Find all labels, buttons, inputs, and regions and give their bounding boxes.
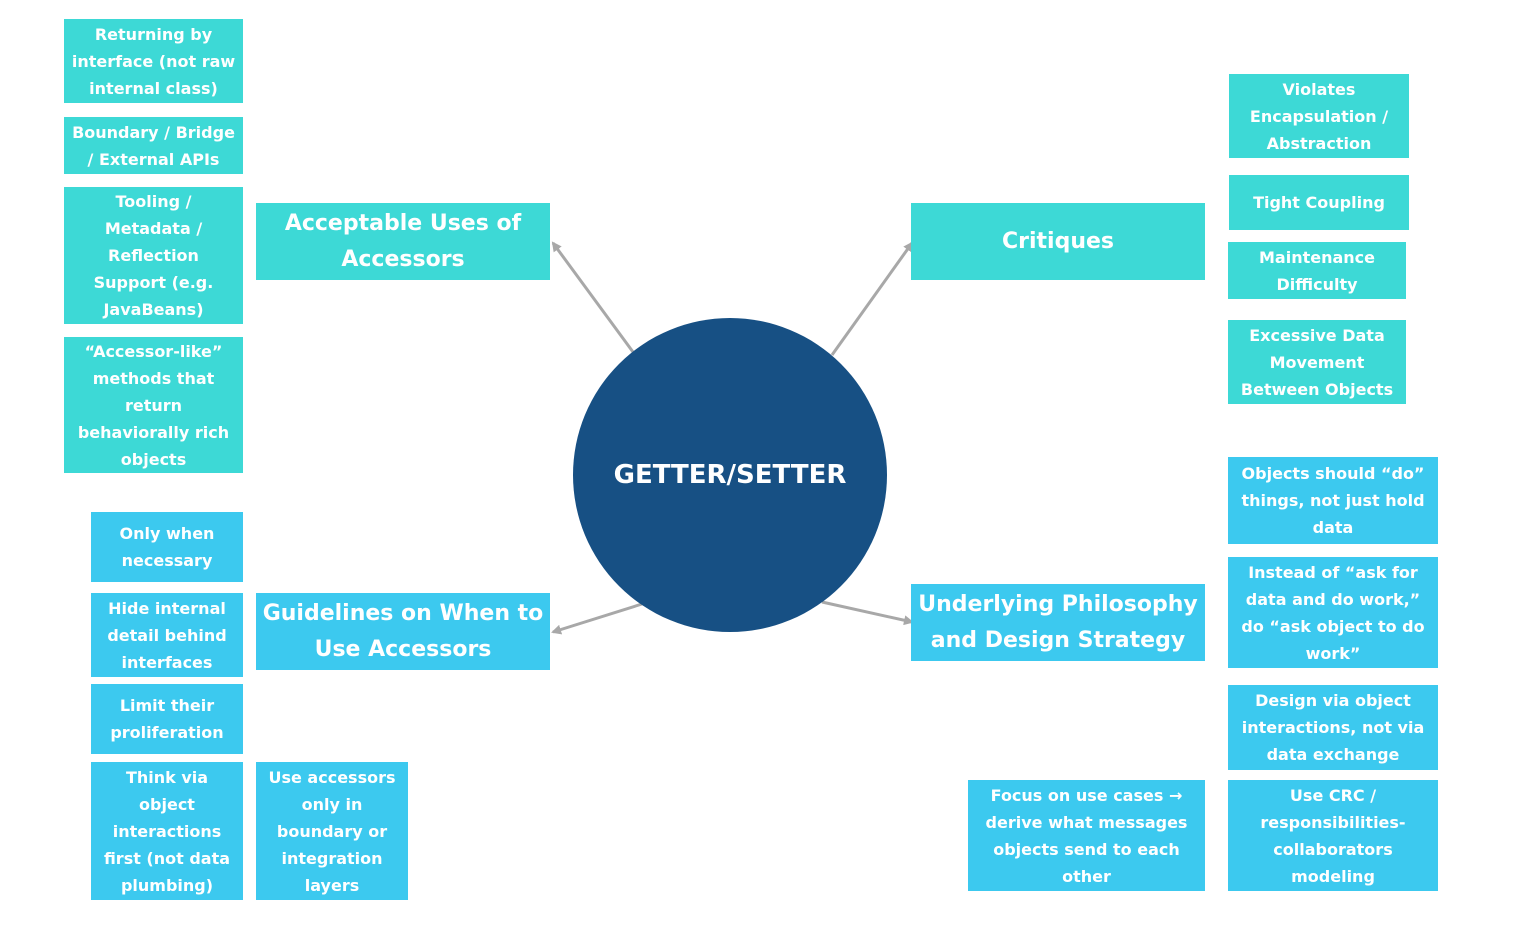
critique-item: Excessive Data Movement Between Objects [1228,320,1406,404]
critique-item: Maintenance Difficulty [1228,242,1406,299]
guideline-item: Use accessors only in boundary or integr… [256,762,408,900]
acceptable-item: Returning by interface (not raw internal… [64,19,243,103]
connector-critiques [830,241,914,356]
central-topic: GETTER/SETTER [573,318,887,632]
connector-acceptable [551,241,635,353]
branch-philosophy: Underlying Philosophy and Design Strateg… [911,584,1205,661]
guideline-item: Think via object interactions first (not… [91,762,243,900]
philosophy-item: Design via object interactions, not via … [1228,685,1438,770]
acceptable-item: Tooling / Metadata / Reflection Support … [64,187,243,324]
guideline-item: Hide internal detail behind interfaces [91,593,243,677]
acceptable-item: “Accessor-like” methods that return beha… [64,337,243,473]
philosophy-item: Instead of “ask for data and do work,” d… [1228,557,1438,668]
guideline-item: Limit their proliferation [91,684,243,754]
philosophy-item: Focus on use cases → derive what message… [968,780,1205,891]
guideline-item: Only when necessary [91,512,243,582]
critique-item: Tight Coupling [1229,175,1409,230]
branch-critiques: Critiques [911,203,1205,280]
branch-acceptable-uses: Acceptable Uses of Accessors [256,203,550,280]
critique-item: Violates Encapsulation / Abstraction [1229,74,1409,158]
philosophy-item: Objects should “do” things, not just hol… [1228,457,1438,544]
connector-guidelines [551,602,643,635]
acceptable-item: Boundary / Bridge / External APIs [64,117,243,174]
philosophy-item: Use CRC / responsibilities-collaborators… [1228,780,1438,891]
branch-guidelines: Guidelines on When to Use Accessors [256,593,550,670]
connector-philosophy [821,600,914,626]
